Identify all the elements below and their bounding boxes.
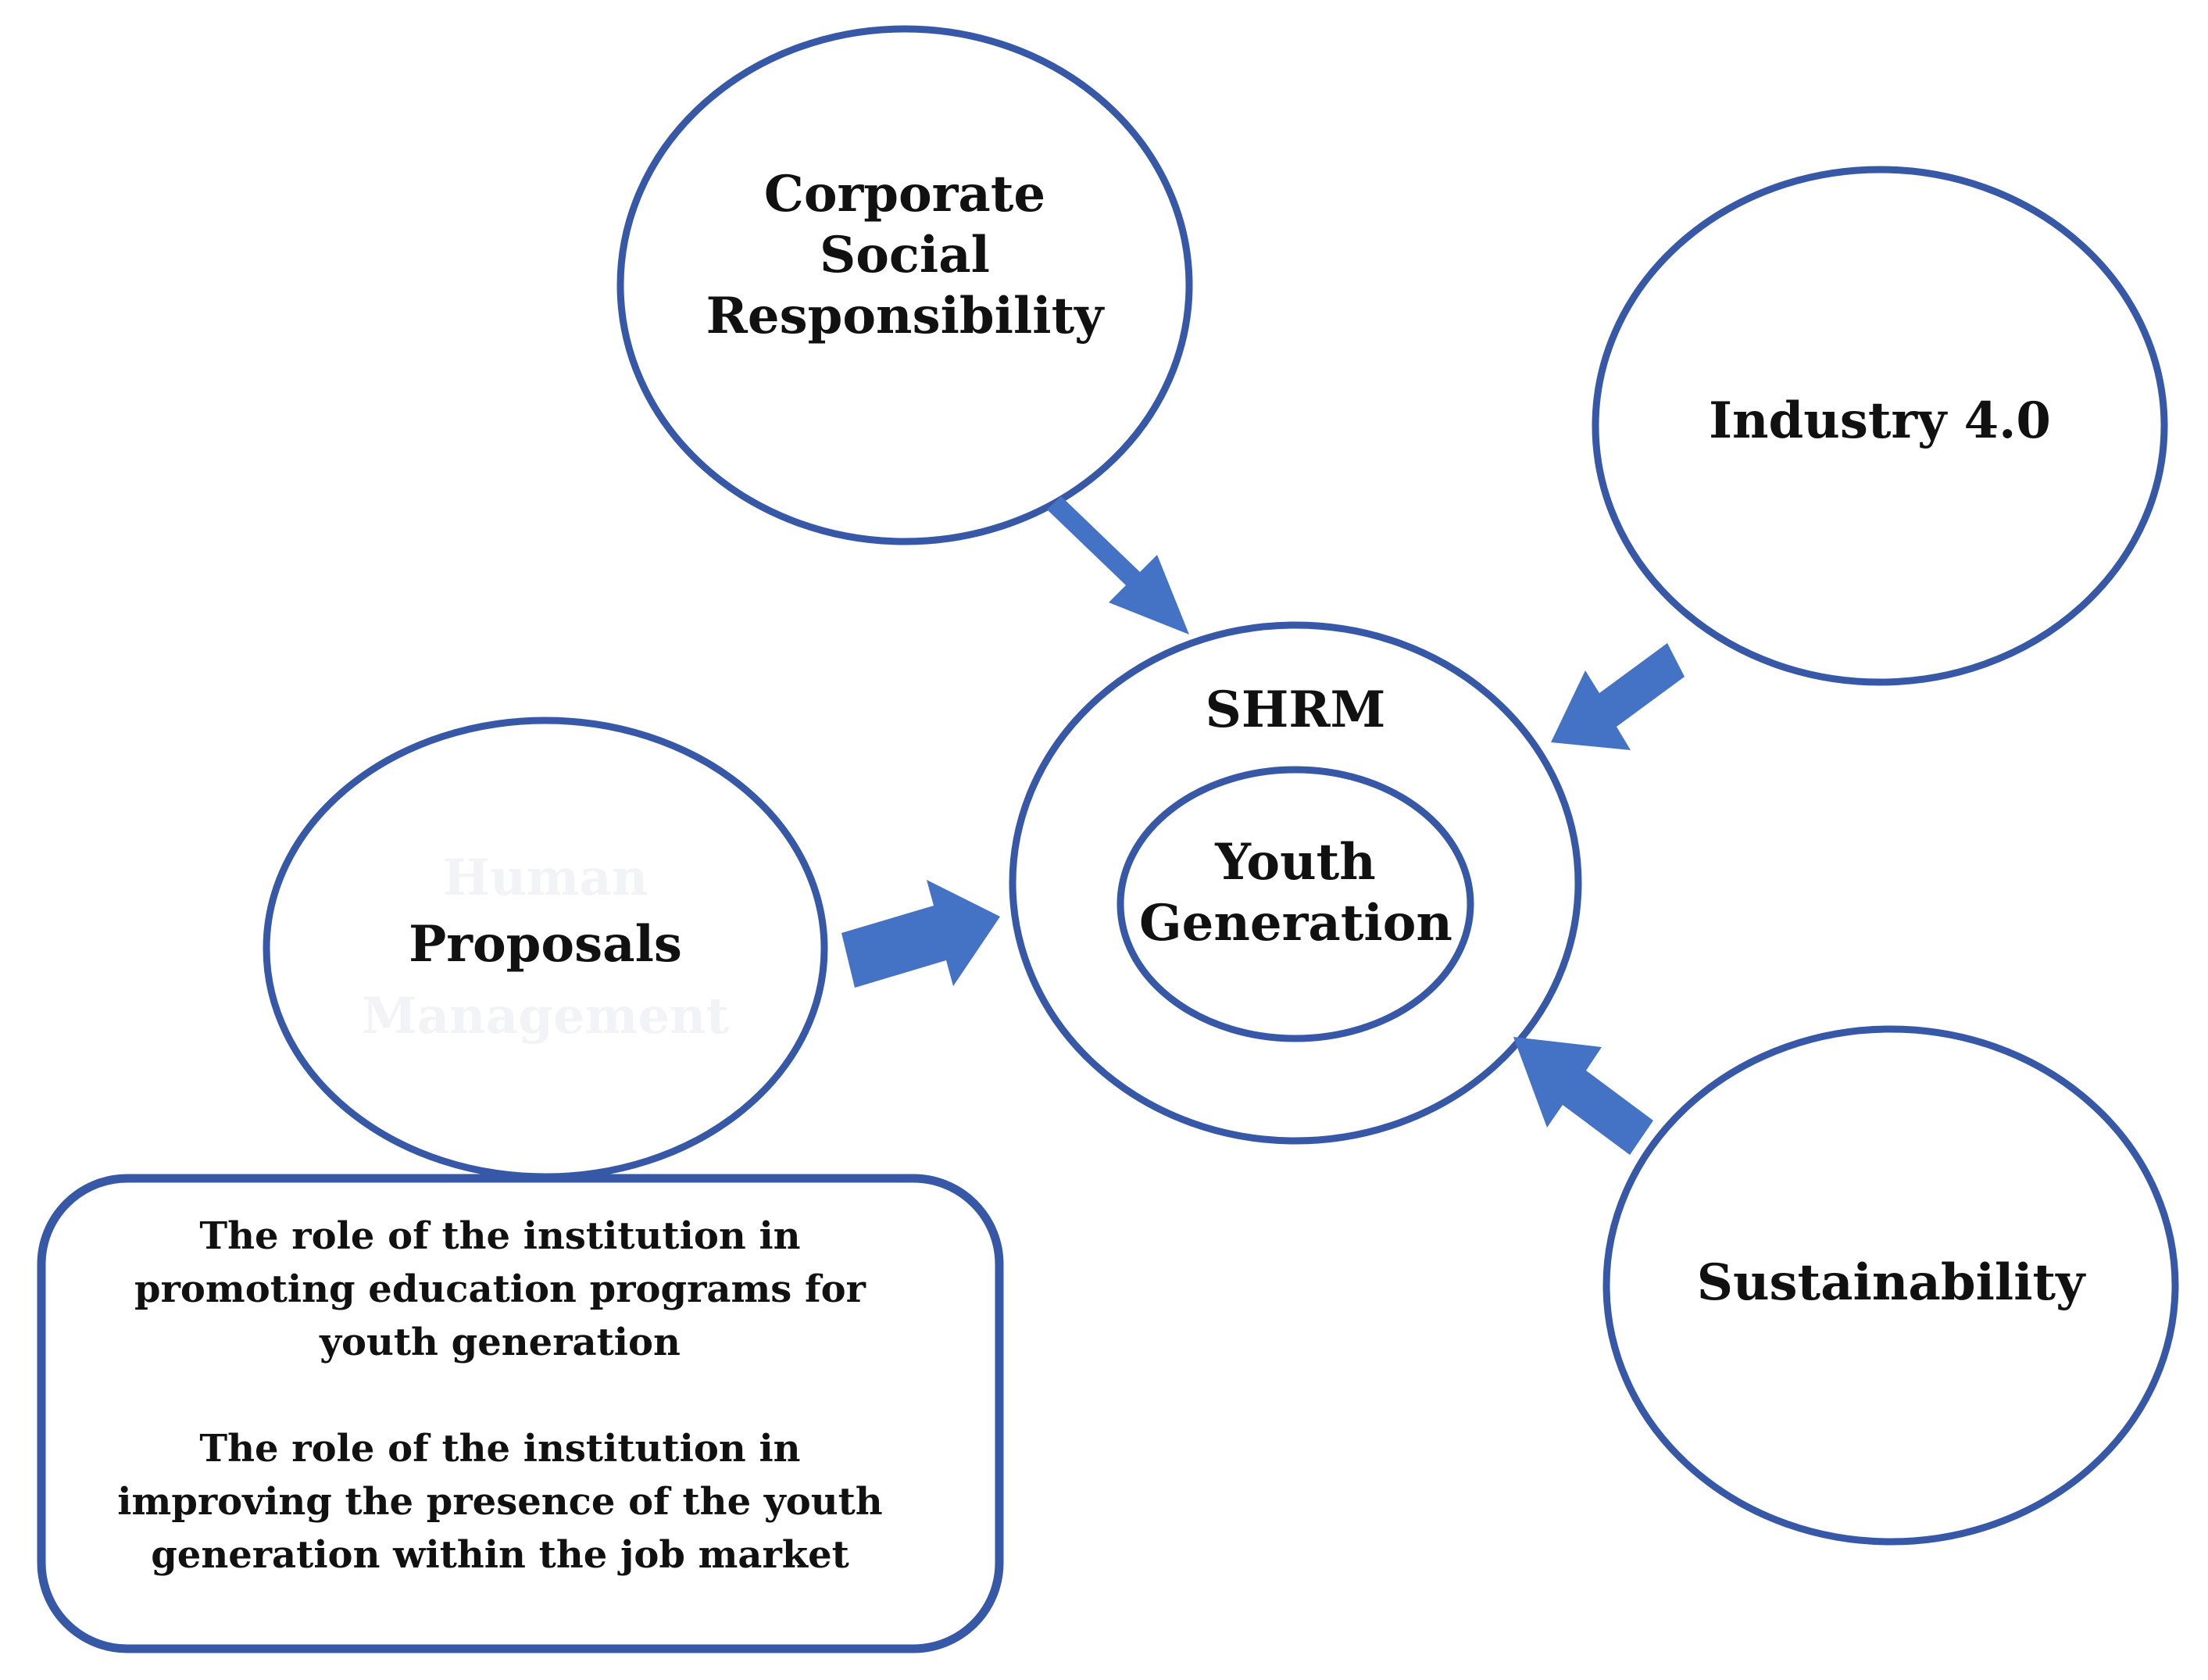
youth-label-line2: Generation xyxy=(1139,894,1452,953)
proposals-ghost-top: Human xyxy=(442,849,648,907)
box-para1-line2: promoting education programs for xyxy=(134,1267,866,1311)
industry-circle xyxy=(1592,166,2168,686)
sustainability-label: Sustainability xyxy=(1696,1253,2085,1312)
csr-label-line2: Social xyxy=(820,226,990,285)
youth-label-line1: Youth xyxy=(1215,833,1376,892)
arrow-sustainability-to-shrm xyxy=(1513,1037,1653,1155)
box-para2-line3: generation within the job market xyxy=(151,1533,849,1577)
arrow-csr-to-shrm xyxy=(1047,496,1189,634)
csr-label-line3: Responsibility xyxy=(706,287,1104,346)
box-para2-line2: improving the presence of the youth xyxy=(117,1480,883,1524)
youth-generation-label: Youth Generation xyxy=(1139,832,1452,954)
industry-label: Industry 4.0 xyxy=(1709,391,2051,450)
institution-role-box xyxy=(37,1174,1004,1653)
arrow-industry-to-shrm xyxy=(1551,643,1685,750)
institution-role-text: The role of the institution in promoting… xyxy=(70,1210,930,1582)
youth-inner-circle xyxy=(1117,766,1474,1042)
shrm-outer-circle xyxy=(1009,621,1582,1145)
shrm-label: SHRM xyxy=(1205,681,1386,739)
box-para2-line1: The role of the institution in xyxy=(199,1427,801,1471)
arrow-proposals-to-shrm xyxy=(841,880,1000,988)
csr-label-line1: Corporate xyxy=(763,165,1046,223)
csr-label: Corporate Social Responsibility xyxy=(670,164,1139,347)
proposals-label: Proposals xyxy=(409,915,682,974)
csr-circle xyxy=(616,25,1193,545)
box-para1-line1: The role of the institution in xyxy=(199,1214,801,1258)
proposals-ghost-bottom: Management xyxy=(361,987,730,1046)
box-para1-line3: youth generation xyxy=(320,1321,681,1364)
sustainability-circle xyxy=(1602,1025,2179,1546)
